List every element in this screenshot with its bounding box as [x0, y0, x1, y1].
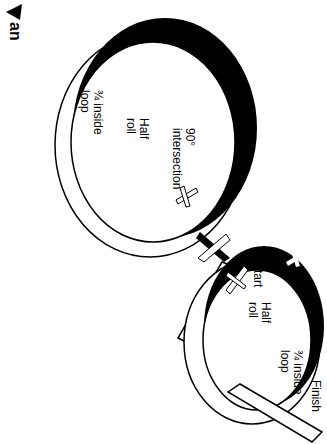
upper-loop-inner	[71, 42, 235, 242]
roll-label: Half roll	[124, 118, 150, 150]
airplane	[286, 246, 308, 267]
direction-arrow	[6, 4, 22, 20]
airplane	[226, 266, 248, 294]
loop-label: ¾ inside loop	[78, 90, 104, 142]
partial-title: an	[6, 22, 24, 82]
lower-loop-inner	[203, 270, 311, 410]
finish-ribbon	[228, 384, 322, 442]
loop-label: ¾ inside loop	[278, 350, 304, 402]
intersection-cross	[196, 232, 230, 262]
intersection-label: 90° intersection	[170, 128, 196, 208]
intersection-cross	[198, 234, 230, 262]
finish-label: Finish	[309, 380, 322, 430]
roll-label: Half roll	[246, 302, 272, 334]
